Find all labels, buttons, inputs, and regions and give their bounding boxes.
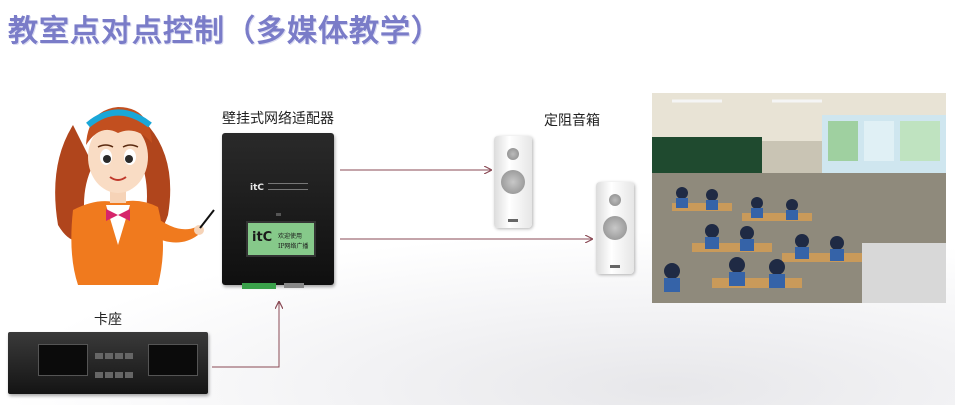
page-title: 教室点对点控制（多媒体教学）: [8, 14, 442, 49]
terminal-block: [242, 283, 276, 289]
adapter-display: itC 欢迎使用 IP网络广播: [246, 221, 316, 257]
deck-controls: [94, 346, 140, 378]
speakers-label: 定阻音箱: [544, 113, 600, 129]
speaker-tweeter: [507, 148, 519, 160]
network-port: [284, 283, 304, 288]
display-line-2: IP网络广播: [278, 243, 309, 250]
speaker-woofer: [501, 170, 525, 194]
adapter-label: 壁挂式网络适配器: [222, 111, 334, 127]
network-adapter-device: itC itC 欢迎使用 IP网络广播: [222, 133, 334, 289]
cassette-well-a: [38, 344, 88, 376]
adapter-indicator: [276, 213, 281, 216]
adapter-brand: itC: [250, 183, 264, 193]
arrow-deck-to-adapter: [212, 302, 279, 368]
deck-label: 卡座: [94, 312, 122, 328]
display-logo: itC: [252, 230, 273, 245]
speaker-woofer: [603, 216, 627, 240]
classroom-photo: [652, 93, 946, 303]
teacher-illustration: [55, 107, 215, 285]
speaker-badge: [610, 265, 620, 268]
speaker-badge: [508, 219, 518, 222]
speaker-icon: [596, 182, 634, 274]
cassette-well-b: [148, 344, 198, 376]
display-line-1: 欢迎使用: [278, 233, 303, 240]
speaker-tweeter: [609, 194, 621, 206]
adapter-model-text: [268, 183, 308, 190]
cassette-deck-icon: [8, 332, 208, 394]
speaker-icon: [494, 136, 532, 228]
